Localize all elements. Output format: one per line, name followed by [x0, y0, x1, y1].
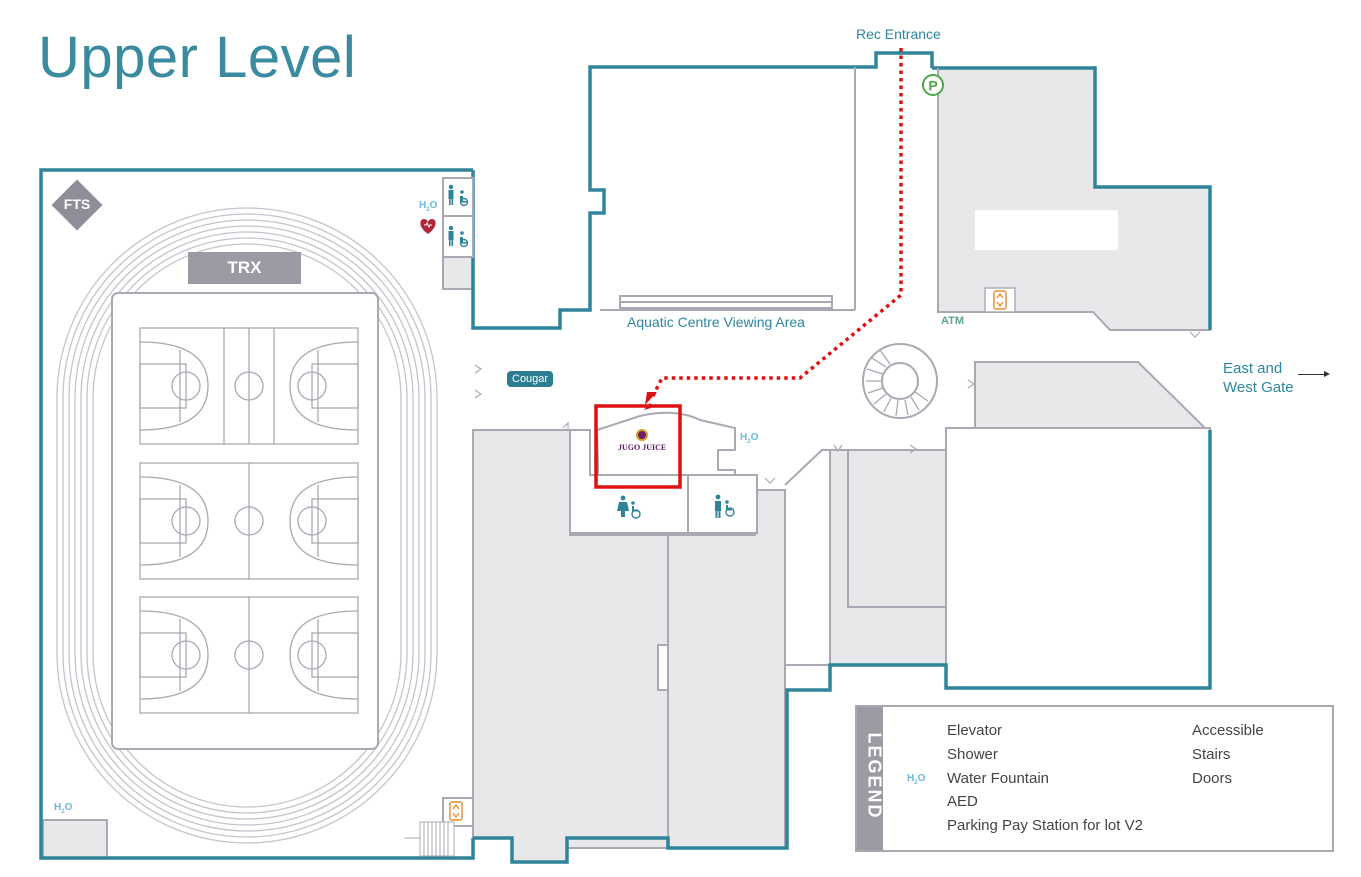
trx-area-label: TRX	[188, 252, 301, 284]
aquatic-viewing-label: Aquatic Centre Viewing Area	[627, 314, 805, 330]
legend-item-aed: AED	[947, 793, 978, 810]
basketball-court-3	[139, 596, 359, 714]
fts-marker: FTS	[51, 179, 103, 231]
east-upper	[974, 361, 1208, 429]
south-block	[667, 489, 786, 849]
page-title: Upper Level	[38, 25, 357, 90]
basketball-court-2	[139, 462, 359, 580]
east-large-room	[945, 427, 1211, 689]
jugo-juice-label: JUGO JUICE	[618, 443, 667, 452]
ne-building	[937, 67, 1211, 331]
cougar-badge: Cougar	[507, 371, 554, 387]
atm-label: ATM	[941, 315, 965, 327]
legend: LEGEND Elevator Shower Water Fountain H2…	[855, 705, 1334, 852]
basketball-court-1	[139, 327, 359, 445]
accessible-icon	[459, 197, 735, 519]
legend-heading: LEGEND	[864, 732, 885, 820]
restroom-icon	[448, 184, 721, 518]
gate-arrow-icon	[1298, 371, 1330, 377]
elevator-icon	[449, 801, 463, 821]
water-fountain-icon: H2O	[740, 432, 759, 445]
legend-side-bar: LEGEND	[857, 707, 885, 850]
legend-item-parking: Parking Pay Station for lot V2	[947, 817, 1143, 834]
door-markers	[474, 331, 1201, 484]
rec-entrance-label: Rec Entrance	[856, 26, 941, 42]
route-path	[650, 48, 903, 399]
highlight-box	[594, 404, 682, 489]
route-arrowhead	[645, 392, 657, 405]
legend-item-doors: Doors	[1192, 770, 1233, 787]
parking-icon: P	[922, 74, 944, 96]
legend-item-water-fountain: Water Fountain	[947, 770, 1049, 787]
water-fountain-icon: H2O	[54, 802, 73, 815]
gate-label-text: East and West Gate	[1223, 360, 1294, 396]
gate-label: East and West Gate	[1223, 359, 1303, 397]
fts-label: FTS	[63, 196, 91, 212]
track-building-wall	[39, 168, 475, 860]
aed-icon	[420, 219, 436, 234]
water-fountain-icon: H2O	[419, 200, 438, 213]
jugo-juice-logo[interactable]: JUGO JUICE	[618, 429, 666, 452]
legend-item-stairs: Stairs	[1192, 746, 1231, 763]
legend-item-accessible: Accessible	[1192, 722, 1264, 739]
stairs-track	[404, 821, 455, 857]
legend-item-shower: Shower	[947, 746, 998, 763]
legend-water-fountain-icon: H2O	[907, 773, 926, 786]
elevator-icon	[984, 287, 1016, 313]
svg-text:P: P	[928, 78, 937, 94]
legend-item-elevator: Elevator	[947, 722, 1003, 739]
jugo-juice-logo-icon	[636, 429, 648, 441]
jugo-juice-shop	[595, 411, 736, 476]
